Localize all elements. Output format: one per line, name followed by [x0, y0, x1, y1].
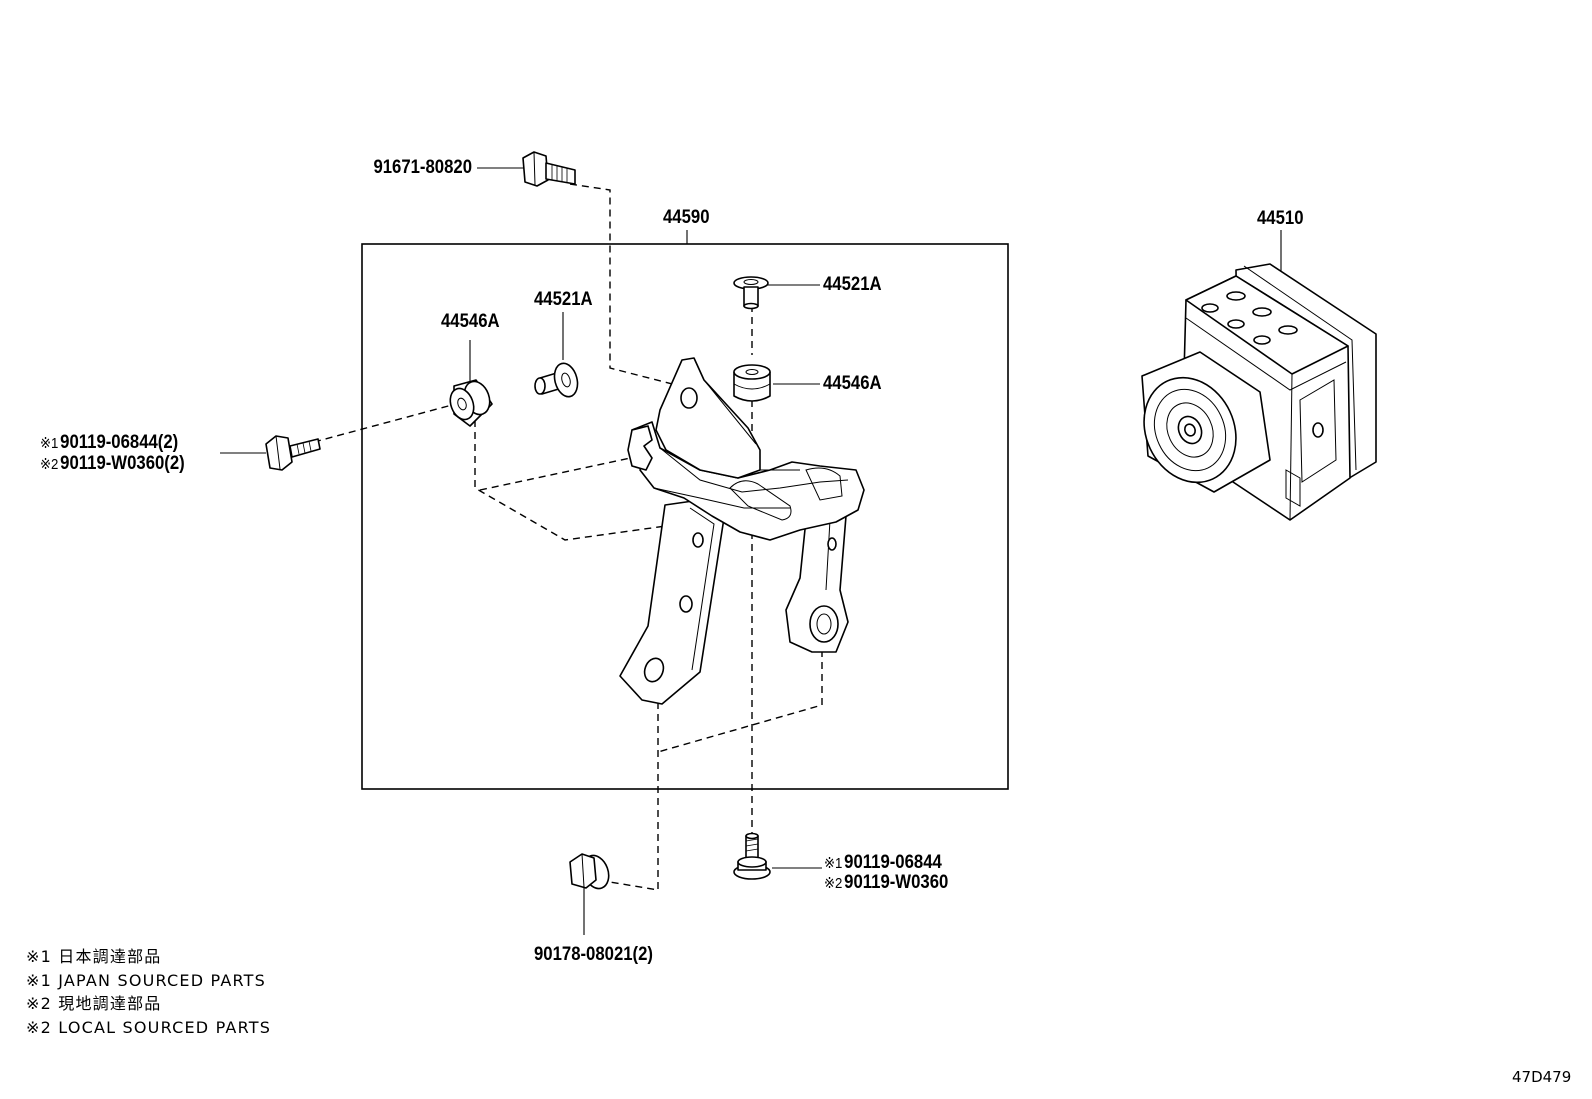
mark-2: ※2	[824, 875, 843, 892]
note-3: ※2 現地調達部品	[26, 994, 162, 1013]
note-1: ※1 日本調達部品	[26, 947, 162, 966]
callout-bolt-left-2: ※290119-W0360(2)	[40, 453, 185, 476]
part-no: 90119-W0360(2)	[60, 453, 185, 474]
cushion-left-icon	[449, 379, 493, 427]
collar-left-icon	[534, 362, 579, 398]
callout-collar-left: 44521A	[534, 289, 593, 310]
callout-cushion-right: 44546A	[823, 373, 882, 394]
document-code: 47D479	[1512, 1068, 1572, 1086]
callout-bolt-left-1: ※190119-06844(2)	[40, 432, 178, 455]
bolt-bottom-icon	[733, 832, 771, 880]
assembly-box	[361, 243, 1009, 790]
nut-bottom-icon	[569, 853, 610, 890]
bolt-left-icon	[265, 435, 321, 471]
callout-cushion-left: 44546A	[441, 311, 500, 332]
callout-nut-bottom: 90178-08021(2)	[534, 944, 653, 965]
mark-1: ※1	[40, 435, 59, 452]
callout-bolt-bottom-1: ※190119-06844	[824, 852, 942, 875]
bracket-icon	[619, 357, 865, 705]
part-no: 90119-W0360	[844, 872, 949, 893]
mark-2: ※2	[40, 456, 59, 473]
part-no: 90119-06844(2)	[60, 432, 179, 453]
bolt-top-icon	[522, 151, 576, 187]
callout-bolt-bottom-2: ※290119-W0360	[824, 872, 948, 895]
note-2: ※1 JAPAN SOURCED PARTS	[26, 971, 267, 990]
leader-lines	[220, 167, 1282, 935]
collar-right-icon	[733, 276, 769, 310]
callout-collar-right: 44521A	[823, 274, 882, 295]
note-4: ※2 LOCAL SOURCED PARTS	[26, 1018, 272, 1037]
callout-bracket-assy: 44590	[663, 207, 710, 228]
part-no: 90119-06844	[844, 852, 942, 873]
actuator-icon	[1141, 263, 1377, 521]
callout-bolt-top: 91671-80820	[373, 157, 472, 178]
mark-1: ※1	[824, 855, 843, 872]
callout-actuator: 44510	[1257, 208, 1304, 229]
cushion-right-icon	[733, 364, 771, 402]
